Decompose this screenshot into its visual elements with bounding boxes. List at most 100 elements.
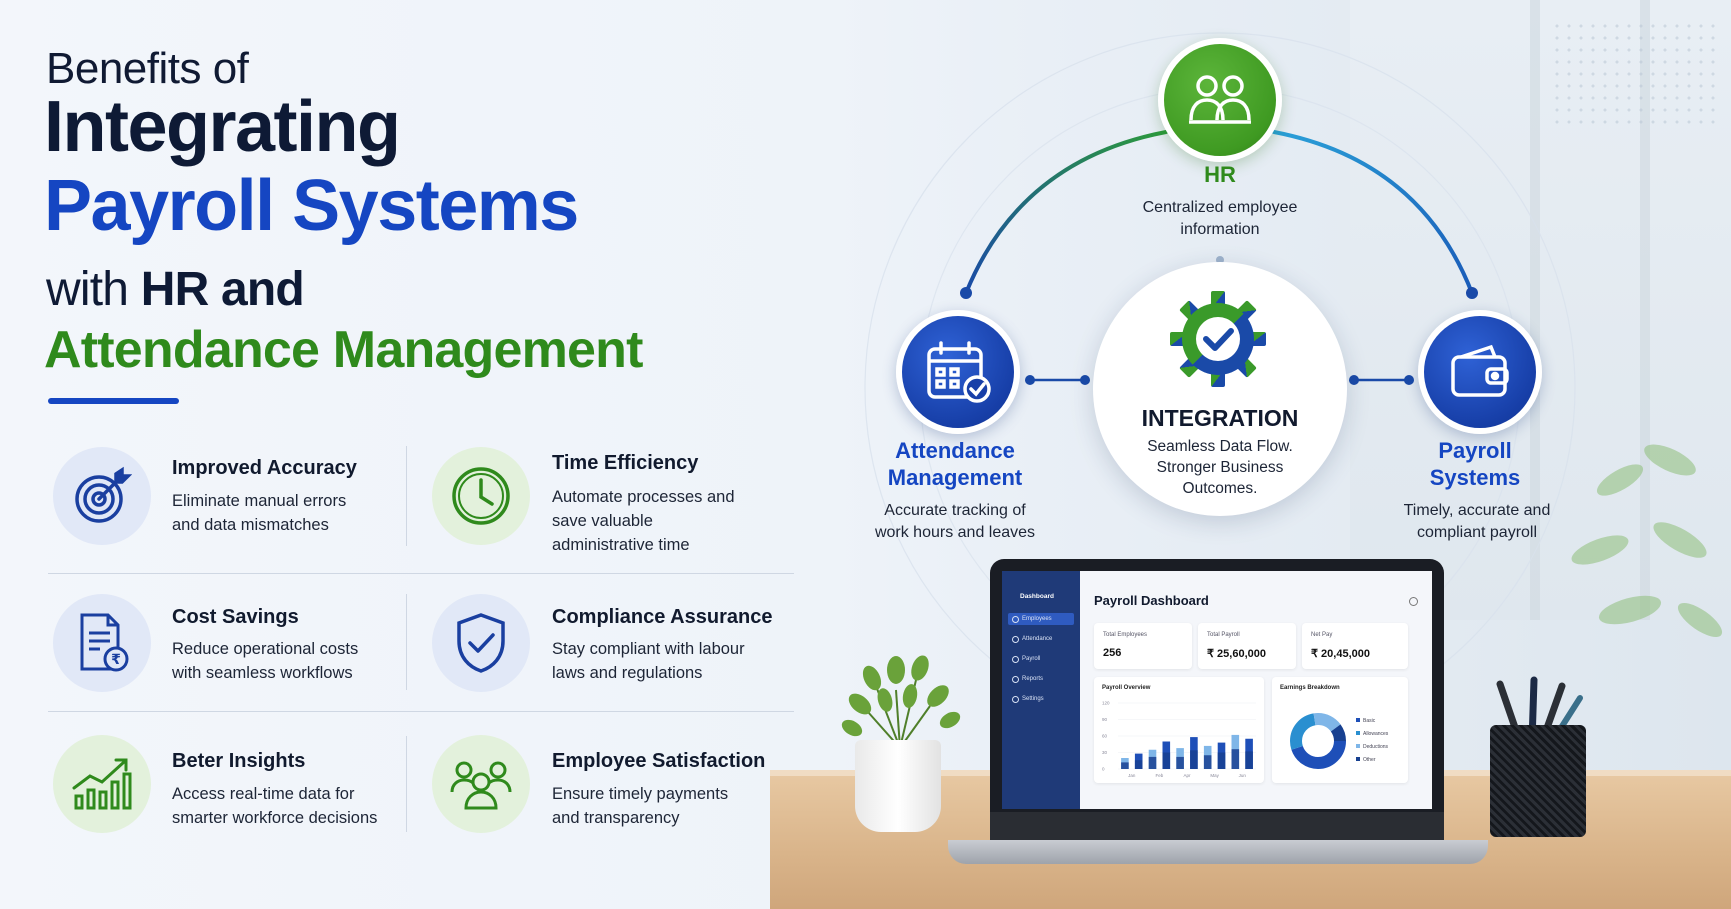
- nav-payroll[interactable]: Payroll: [1008, 653, 1074, 665]
- y-tick-label: 120: [1102, 701, 1110, 706]
- bar-segment: [1217, 752, 1226, 769]
- grid-divider-vertical: [406, 594, 407, 690]
- stat-value: ₹ 25,60,000: [1207, 648, 1266, 660]
- bar-segment: [1190, 750, 1198, 769]
- headline-line4: with HR and: [46, 262, 305, 317]
- benefit-title: Cost Savings: [172, 606, 299, 628]
- stat-value: ₹ 20,45,000: [1311, 648, 1370, 660]
- nav-employees[interactable]: Employees: [1008, 613, 1074, 625]
- payroll-title-line1: Payroll: [1438, 438, 1512, 463]
- svg-text:₹: ₹: [111, 652, 121, 668]
- y-tick-label: 30: [1102, 750, 1108, 755]
- benefit-title: Improved Accuracy: [172, 457, 357, 479]
- headline-underline: [48, 398, 179, 404]
- attendance-description: Accurate tracking of work hours and leav…: [850, 500, 1060, 544]
- integration-description: Seamless Data Flow. Stronger Business Ou…: [1110, 436, 1330, 499]
- bar-segment: [1245, 751, 1253, 769]
- dashboard-title: Payroll Dashboard: [1094, 593, 1209, 608]
- calendar-check-icon: [927, 341, 991, 403]
- shield-check-icon: [457, 613, 505, 673]
- hr-node: [1158, 38, 1282, 162]
- benefit-icon-circle: ₹: [53, 594, 151, 692]
- bar-segment: [1203, 755, 1212, 769]
- attendance-node: [896, 310, 1020, 434]
- attendance-description-line2: work hours and leaves: [874, 524, 1036, 541]
- bar-segment: [1231, 749, 1240, 769]
- stat-card: Total Payroll ₹ 25,60,000: [1198, 623, 1296, 669]
- bar-segment: [1148, 756, 1157, 769]
- pen-holder: [1490, 725, 1586, 837]
- rupee-document-icon: ₹: [80, 613, 129, 672]
- benefit-title: Beter Insights: [172, 750, 306, 772]
- clock-icon: [452, 467, 510, 525]
- dashboard-sidebar-title[interactable]: Dashboard: [1020, 593, 1054, 600]
- legend-allowances: Allowances: [1356, 728, 1388, 741]
- integration-line3: Outcomes.: [1182, 480, 1258, 497]
- x-tick-label: Jun: [1239, 773, 1247, 778]
- nav-reports[interactable]: Reports: [1008, 673, 1074, 685]
- gear-check-icon: [1170, 291, 1266, 387]
- people-icon: [450, 761, 512, 810]
- hr-title: HR: [1204, 162, 1236, 187]
- bar-segment: [1121, 762, 1129, 769]
- benefit-title: Employee Satisfaction: [552, 750, 766, 772]
- benefit-description: Access real-time data for smarter workfo…: [172, 785, 378, 827]
- wallet-icon: [1451, 344, 1509, 397]
- plant-pot: [855, 740, 941, 832]
- legend-deductions: Deductions: [1356, 741, 1388, 754]
- window-frame: [1530, 0, 1540, 620]
- y-tick-label: 0: [1102, 767, 1105, 772]
- window-frame: [1640, 0, 1650, 620]
- grid-divider-horizontal: [48, 573, 794, 574]
- legend-basic: Basic: [1356, 715, 1388, 728]
- stat-label: Total Employees: [1103, 632, 1148, 638]
- benefit-description: Ensure timely payments and transparency: [552, 785, 729, 827]
- integration-title: INTEGRATION: [1141, 405, 1299, 431]
- people-icon: [1189, 75, 1251, 124]
- stat-label: Net Pay: [1311, 632, 1333, 638]
- attendance-title-line2: Management: [887, 465, 1023, 490]
- donut-legend: Basic Allowances Deductions Other: [1356, 715, 1388, 767]
- earnings-breakdown-card: Earnings Breakdown Basic Allowances Dedu…: [1272, 677, 1408, 783]
- grid-divider-vertical: [406, 446, 407, 546]
- legend-other: Other: [1356, 754, 1388, 767]
- dashboard-sidebar: Dashboard Employees Attendance Payroll R…: [1002, 571, 1080, 809]
- benefit-description: Reduce operational costs with seamless w…: [172, 640, 359, 682]
- headline-line3: Payroll Systems: [44, 166, 579, 246]
- headline-line4-pre: with: [46, 263, 141, 316]
- nav-attendance[interactable]: Attendance: [1008, 633, 1074, 645]
- integration-line2: Stronger Business: [1156, 459, 1284, 476]
- benefit-icon-circle: [432, 447, 530, 545]
- background-plant: [1571, 444, 1723, 638]
- bar-segment: [1134, 760, 1143, 769]
- stat-card: Net Pay ₹ 20,45,000: [1302, 623, 1408, 669]
- grid-divider-horizontal: [48, 711, 794, 712]
- attendance-description-line1: Accurate tracking of: [884, 502, 1026, 519]
- stat-value: 256: [1103, 647, 1122, 659]
- laptop-base: [948, 840, 1488, 864]
- attendance-title: Attendance Management: [860, 437, 1050, 491]
- bar-segment: [1176, 756, 1184, 769]
- earnings-donut-chart: [1290, 713, 1346, 769]
- settings-icon[interactable]: [1409, 597, 1418, 606]
- attendance-title-line1: Attendance: [895, 438, 1015, 463]
- earnings-breakdown-title: Earnings Breakdown: [1280, 685, 1340, 691]
- payroll-title: Payroll Systems: [1380, 437, 1570, 491]
- target-icon: [75, 466, 132, 523]
- y-tick-label: 60: [1102, 734, 1108, 739]
- x-tick-label: May: [1210, 773, 1219, 778]
- stat-label: Total Payroll: [1207, 632, 1240, 638]
- stat-card: Total Employees 256: [1094, 623, 1192, 669]
- payroll-description: Timely, accurate and compliant payroll: [1372, 500, 1582, 544]
- headline-line2: Integrating: [44, 87, 401, 167]
- grid-divider-vertical: [406, 736, 407, 832]
- payroll-node: [1418, 310, 1542, 434]
- benefit-description: Automate processes and save valuable adm…: [552, 488, 735, 554]
- legend-basic-label: Basic: [1363, 718, 1376, 724]
- headline-line5: Attendance Management: [44, 321, 643, 379]
- hr-description-line1: Centralized employee: [1142, 199, 1298, 216]
- y-tick-label: 90: [1102, 717, 1108, 722]
- nav-settings[interactable]: Settings: [1008, 693, 1074, 705]
- growth-chart-icon: [72, 758, 132, 810]
